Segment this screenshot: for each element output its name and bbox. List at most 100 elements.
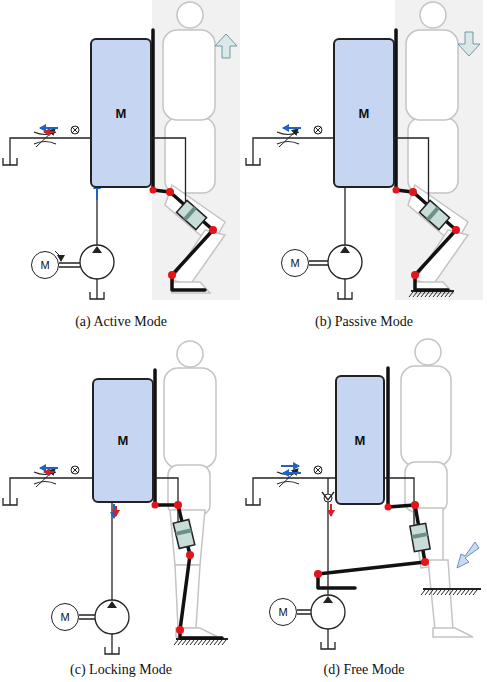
node-text: M	[278, 606, 287, 618]
flow-arrow	[40, 467, 58, 469]
battery-pack-box: M	[90, 38, 152, 188]
human-figure	[164, 368, 216, 468]
motor-circle: M	[281, 249, 309, 277]
human-figure	[405, 462, 447, 512]
ground-hatch	[413, 292, 417, 297]
throttle-valve	[34, 142, 56, 145]
ground-hatch	[441, 590, 445, 595]
hydraulic-cylinder	[410, 523, 430, 551]
check-valve	[322, 492, 334, 500]
joint-dot	[411, 271, 419, 279]
human-figure	[415, 230, 468, 285]
tank-symbol	[338, 292, 352, 299]
ground-hatch	[445, 292, 449, 297]
motion-arrow	[458, 32, 480, 56]
ground-hatch	[186, 640, 190, 645]
ground-hatch	[218, 640, 222, 645]
node-text: M	[40, 259, 49, 271]
battery-pack-box: M	[333, 38, 395, 188]
ground-hatch	[417, 292, 421, 297]
flow-arrow	[44, 131, 54, 133]
hydraulic-cylinder	[419, 200, 449, 229]
tank-symbol	[3, 158, 17, 165]
joint-dot	[385, 504, 392, 511]
panel-caption: (a) Active Mode	[73, 314, 169, 330]
cylinder-piston	[411, 532, 427, 539]
hydraulic-line	[9, 158, 10, 165]
cross-symbol	[314, 466, 322, 474]
ground-hatch	[206, 640, 210, 645]
tank-symbol	[105, 647, 119, 654]
throttle-valve	[279, 129, 298, 147]
joint-dot	[393, 187, 400, 194]
human-figure	[170, 510, 205, 565]
ground-hatch	[445, 590, 449, 595]
pump-symbol	[340, 246, 350, 253]
ground-hatch	[429, 590, 433, 595]
throttle-valve	[34, 472, 56, 475]
joint-dot	[168, 271, 176, 279]
hydraulic-cylinder	[176, 200, 206, 229]
cross-symbol	[315, 467, 321, 473]
joint-dot	[150, 187, 157, 194]
ground-hatch	[178, 640, 182, 645]
ground-hatch	[437, 292, 441, 297]
hydraulic-cylinder	[410, 523, 430, 551]
exoskeleton-frame	[396, 30, 413, 192]
tank-symbol	[3, 498, 17, 505]
hydraulic-line	[96, 292, 97, 299]
human-figure	[415, 339, 441, 365]
cross-symbol	[72, 467, 78, 473]
ground-hatch	[437, 590, 441, 595]
joint-dot	[186, 551, 194, 559]
throttle-valve	[277, 132, 299, 135]
throttle-valve	[279, 469, 298, 487]
ground-hatch	[433, 590, 437, 595]
throttle-valve	[36, 129, 55, 147]
flow-arrow	[113, 504, 115, 518]
hydraulic-line	[9, 498, 10, 505]
motor-shaft	[297, 610, 311, 614]
human-figure	[420, 2, 446, 28]
flow-arrow	[283, 472, 301, 474]
battery-pack-box: M	[335, 375, 385, 505]
hydraulic-line	[96, 279, 97, 292]
exoskeleton-frame	[388, 368, 415, 507]
ground-hatch	[457, 590, 461, 595]
ground-hatch	[182, 640, 186, 645]
ground-hatch	[449, 590, 453, 595]
exoskeleton-frame	[153, 30, 170, 192]
human-figure	[177, 2, 203, 28]
ground-hatch	[453, 590, 457, 595]
pump-symbol	[80, 245, 114, 279]
throttle-valve	[34, 132, 56, 135]
pump-symbol	[107, 601, 117, 608]
ground-hatch	[465, 590, 469, 595]
ground-line	[423, 588, 481, 590]
motor-circle: M	[31, 251, 59, 279]
motor-circle: M	[51, 603, 79, 631]
battery-pack-box: M	[92, 378, 154, 503]
flow-arrow	[44, 471, 54, 473]
exoskeleton-frame	[413, 192, 456, 290]
ground-hatch	[190, 640, 194, 645]
ground-hatch	[210, 640, 214, 645]
hydraulic-line	[111, 647, 112, 654]
ground-hatch	[174, 640, 178, 645]
ground-hatch	[421, 292, 425, 297]
tank-symbol	[90, 292, 104, 299]
ground-hatch	[461, 590, 465, 595]
node-text: M	[359, 106, 370, 121]
motion-arrow	[215, 34, 237, 58]
exoskeleton-frame	[170, 192, 213, 290]
flow-arrow	[281, 465, 299, 467]
ground-hatch	[214, 640, 218, 645]
hydraulic-line	[253, 478, 414, 530]
exoskeleton-frame	[318, 505, 425, 588]
ground-hatch	[433, 292, 437, 297]
throttle-valve	[34, 482, 56, 485]
node-text: M	[355, 433, 366, 448]
panel-illustration	[246, 339, 481, 649]
